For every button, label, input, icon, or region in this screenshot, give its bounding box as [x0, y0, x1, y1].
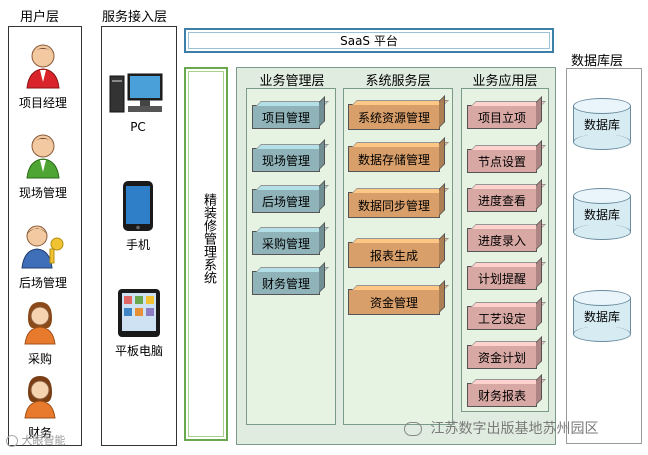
device-label: PC — [130, 120, 146, 134]
app-box-plan-reminder: 计划提醒 — [467, 266, 537, 290]
sys-box-resource: 系统资源管理 — [348, 104, 440, 130]
watermark-right: 江苏数字出版基地苏州园区 — [404, 418, 598, 438]
database-1: 数据库 — [573, 98, 631, 150]
user-finance: 财务 — [10, 374, 70, 441]
user-label: 财务 — [27, 426, 52, 440]
watermark-right-text: 江苏数字出版基地苏州园区 — [430, 421, 599, 437]
sys-box-sync: 数据同步管理 — [348, 192, 440, 218]
mgmt-box-backoffice: 后场管理 — [252, 189, 320, 213]
project-manager-avatar-icon — [26, 44, 60, 89]
site-manager-avatar-icon — [26, 134, 60, 179]
tablet-icon — [118, 289, 160, 337]
mgmt-box-project: 项目管理 — [252, 105, 320, 129]
mgmt-box-purchasing: 采购管理 — [252, 231, 320, 255]
system-service-title: 系统服务层 — [365, 74, 431, 89]
user-back-office-manager: 后场管理 — [13, 222, 73, 291]
user-label: 采购 — [27, 352, 52, 366]
sys-box-storage: 数据存储管理 — [348, 146, 440, 172]
app-box-progress-view: 进度查看 — [467, 188, 537, 212]
device-label: 平板电脑 — [114, 344, 163, 358]
user-site-manager: 现场管理 — [13, 132, 73, 201]
database-3: 数据库 — [573, 290, 631, 342]
user-layer-title: 用户层 — [20, 10, 60, 25]
sys-box-report: 报表生成 — [348, 242, 440, 268]
app-box-initiation: 项目立项 — [467, 105, 537, 129]
purchasing-avatar-icon — [24, 302, 56, 345]
database-label: 数据库 — [583, 118, 620, 132]
business-app-title: 业务应用层 — [472, 74, 538, 89]
device-pc: PC — [108, 72, 168, 134]
saas-platform-bar: SaaS 平台 — [184, 28, 554, 53]
access-layer-title: 服务接入层 — [102, 10, 168, 25]
mgmt-box-finance: 财务管理 — [252, 271, 320, 295]
watermark-left-text: 大眼智能 — [21, 434, 66, 447]
back-office-manager-avatar-icon — [21, 225, 64, 269]
app-box-node-setting: 节点设置 — [467, 149, 537, 173]
sys-box-funds: 资金管理 — [348, 289, 440, 315]
database-layer-title: 数据库层 — [571, 54, 624, 69]
finance-avatar-icon — [24, 376, 56, 419]
device-phone: 手机 — [108, 180, 168, 253]
business-mgmt-title: 业务管理层 — [259, 74, 325, 89]
mgmt-box-site: 现场管理 — [252, 148, 320, 172]
watermark-logo-icon — [6, 435, 18, 447]
database-label: 数据库 — [583, 310, 620, 324]
pc-icon — [109, 73, 163, 113]
device-label: 手机 — [125, 238, 150, 252]
system-label: 精装修管理系统 — [201, 193, 216, 284]
user-project-manager: 项目经理 — [13, 42, 73, 111]
phone-icon — [123, 181, 153, 231]
device-tablet: 平板电脑 — [106, 288, 172, 359]
user-label: 项目经理 — [18, 96, 67, 110]
app-box-financial-report: 财务报表 — [467, 383, 537, 407]
saas-platform-label: SaaS 平台 — [188, 32, 550, 49]
business-mgmt-layer — [246, 88, 336, 425]
user-label: 后场管理 — [18, 276, 67, 290]
database-label: 数据库 — [583, 208, 620, 222]
app-box-funding-plan: 资金计划 — [467, 345, 537, 369]
app-box-process-setting: 工艺设定 — [467, 306, 537, 330]
user-label: 现场管理 — [18, 186, 67, 200]
watermark-left: 大眼智能 — [6, 432, 66, 448]
app-box-progress-entry: 进度录入 — [467, 228, 537, 252]
database-2: 数据库 — [573, 188, 631, 240]
system-panel: 精装修管理系统 — [184, 67, 228, 441]
user-purchasing: 采购 — [10, 300, 70, 367]
wechat-icon — [404, 422, 422, 436]
